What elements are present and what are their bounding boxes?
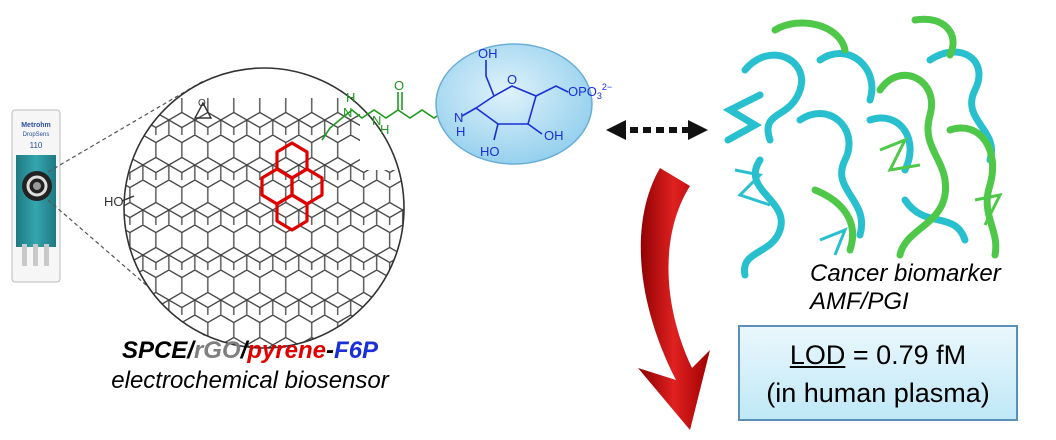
svg-text:HO: HO xyxy=(480,144,500,159)
strip-brand: Metrohm xyxy=(21,122,51,129)
caption-f6p: F6P xyxy=(334,337,379,364)
caption-pyrene: pyrene xyxy=(247,337,327,364)
strip-model: 110 xyxy=(30,141,43,150)
lod-box: LOD = 0.79 fM (in human plasma) xyxy=(738,325,1018,421)
lod-label: LOD xyxy=(789,340,846,370)
detection-arrow xyxy=(638,168,710,430)
svg-text:H: H xyxy=(380,122,389,137)
svg-text:H: H xyxy=(456,124,465,139)
pyrene-unit xyxy=(260,141,324,232)
f6p-bubble: OH O N H OPO32− OH HO xyxy=(435,43,612,165)
sensor-caption: SPCE/rGO/pyrene-F6P electrochemical bios… xyxy=(70,336,430,396)
caption-rgo: rGO xyxy=(193,337,241,364)
lod-line1: LOD = 0.79 fM xyxy=(740,336,1016,374)
svg-text:OH: OH xyxy=(544,128,564,143)
protein-caption: Cancer biomarker AMF/PGI xyxy=(810,260,1001,315)
strip-brand-sub: DropSens xyxy=(23,132,50,138)
zoom-line-top xyxy=(47,79,206,173)
svg-text:O: O xyxy=(394,78,404,93)
svg-text:OH: OH xyxy=(478,46,498,61)
svg-text:O: O xyxy=(507,72,517,87)
caption-spce: SPCE xyxy=(121,337,188,364)
caption-sep1: / xyxy=(187,337,194,364)
svg-text:H: H xyxy=(346,90,355,105)
svg-text:N: N xyxy=(454,110,463,125)
linker-chain xyxy=(321,92,447,141)
svg-text:N: N xyxy=(372,113,381,128)
lod-value: = 0.79 fM xyxy=(845,340,967,370)
svg-text:N: N xyxy=(343,105,352,120)
sensor-strip: Metrohm DropSens 110 xyxy=(11,109,61,283)
svg-text:OPO32−: OPO32− xyxy=(568,82,612,101)
caption-dash: - xyxy=(326,337,335,364)
lod-line2: (in human plasma) xyxy=(766,378,990,408)
hydroxyl-label: HO xyxy=(104,194,124,209)
protein-structure xyxy=(722,15,1003,279)
graphene-magnifier: O HO xyxy=(104,67,405,349)
caption-line2: electrochemical biosensor xyxy=(111,367,389,394)
binding-arrow xyxy=(606,120,708,140)
svg-text:O: O xyxy=(198,98,206,109)
caption-sep2: / xyxy=(240,337,248,364)
